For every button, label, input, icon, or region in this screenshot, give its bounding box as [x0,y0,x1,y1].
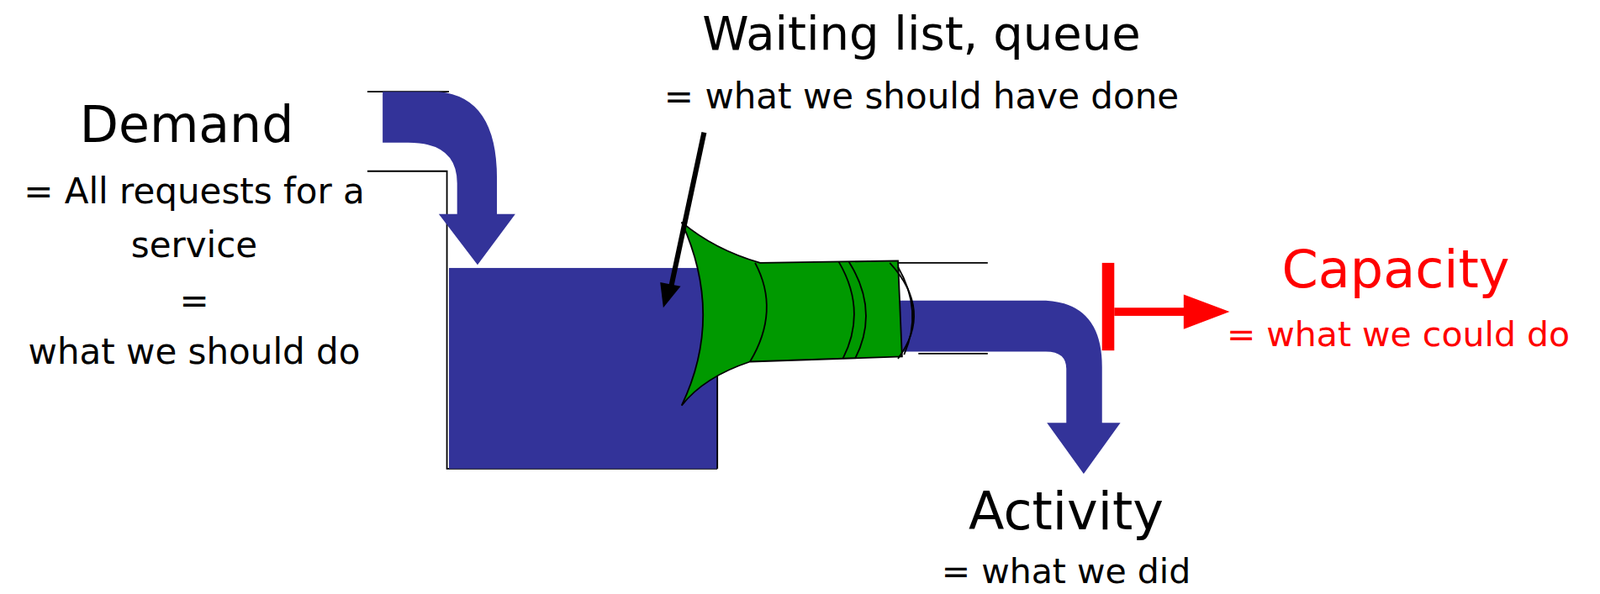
capacity-description: = what we could do [1226,312,1570,357]
capacity-arrow [1114,307,1186,317]
capacity-arrowhead [1183,294,1231,329]
funnel-ring [839,262,855,360]
activity-title: Activity [968,480,1164,544]
pipe-line [897,262,988,265]
capacity-title: Capacity [1282,238,1511,301]
demand-equals: = [179,274,209,328]
queue-tank [448,268,718,470]
funnel-ring [897,267,913,355]
queue-title: Waiting list, queue [702,5,1141,63]
leader-arrowhead [660,282,681,308]
tank-outline [367,171,718,470]
activity-description: = what we did [941,550,1191,593]
demand-title: Demand [79,94,294,155]
funnel-ring [749,263,767,363]
funnel-ring [889,263,914,360]
capacity-bar [1102,263,1115,351]
activity-outflow-arrow [897,300,1121,475]
funnel-ring [849,262,867,360]
demand-description: = All requests for a service [17,164,371,273]
queue-subtitle: = what we should have done [664,73,1179,120]
demand-description: what we should do [28,325,361,380]
leader-line [671,132,705,286]
funnel [681,221,903,406]
pipe-line [918,353,988,355]
demand-inflow-arrow [382,91,516,265]
